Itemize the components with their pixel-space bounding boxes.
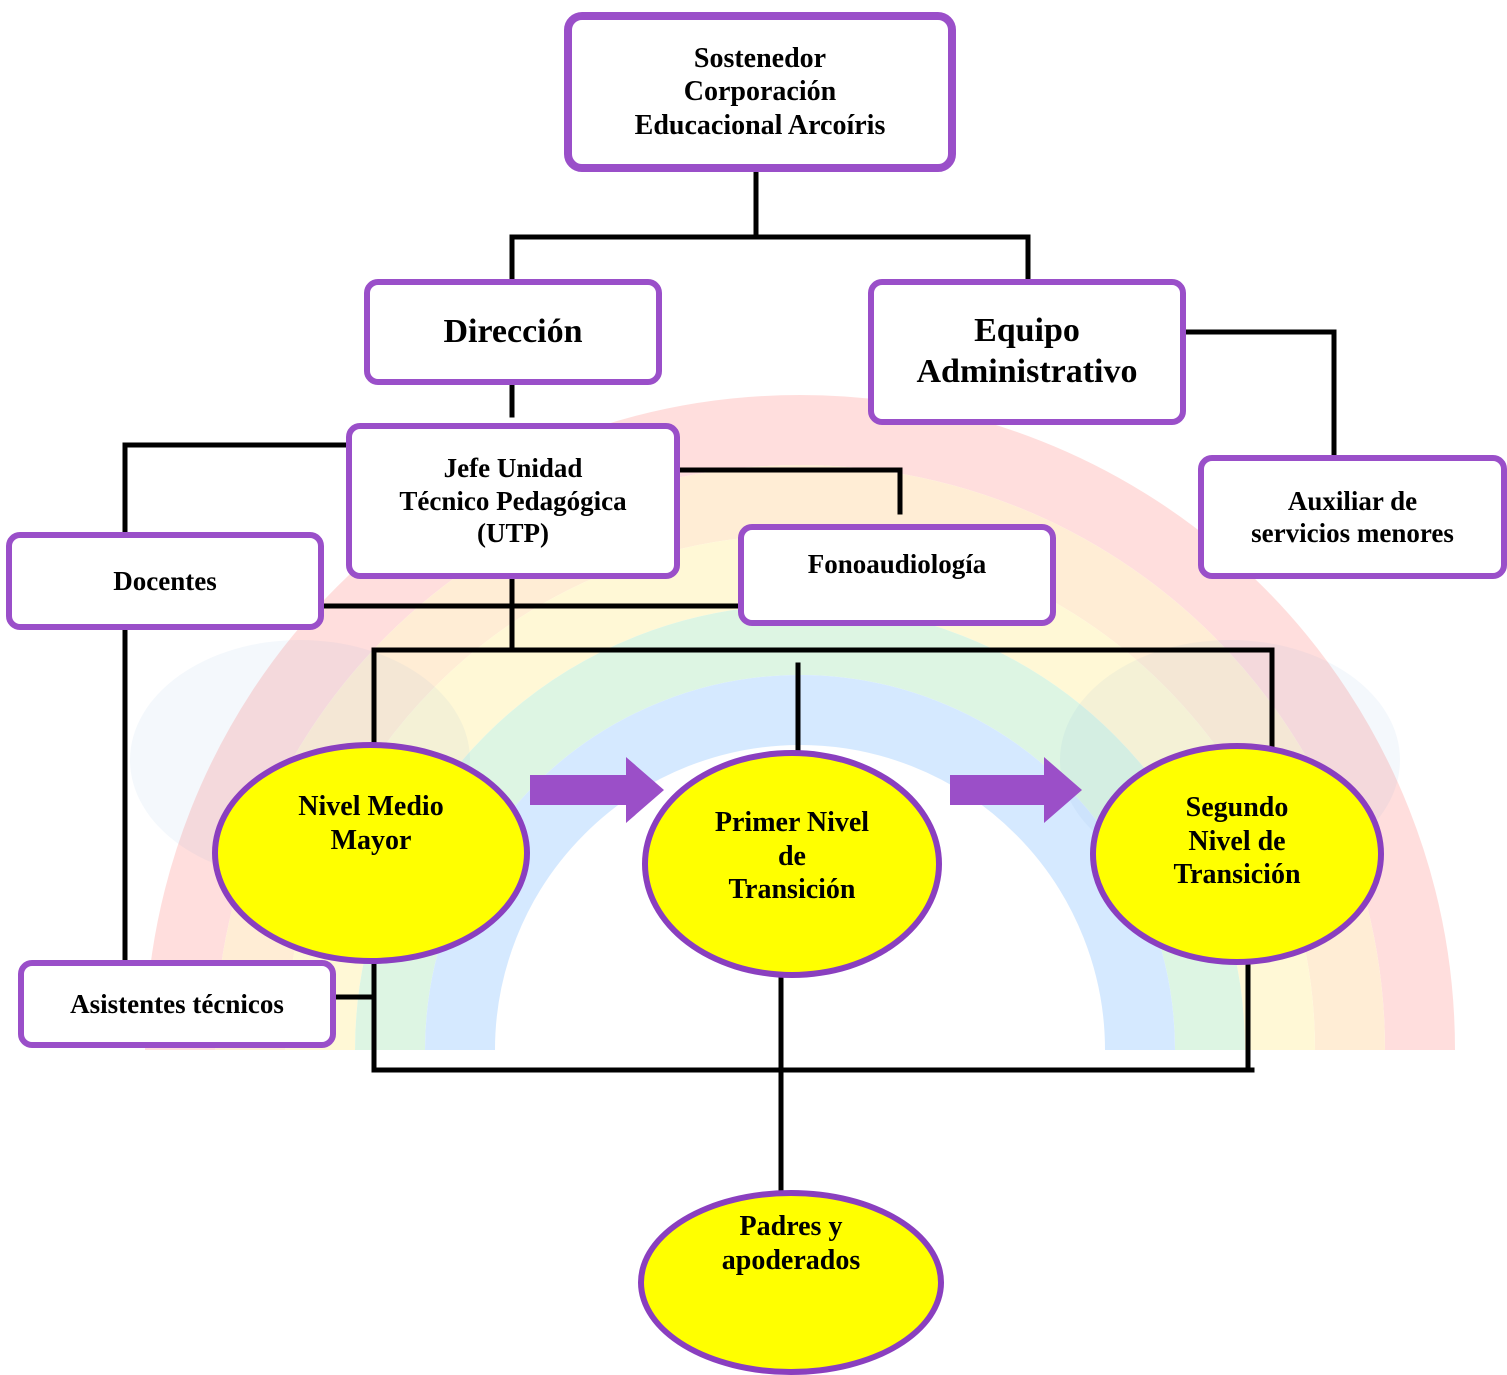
padres-apoderados-oval: Padres y apoderados <box>638 1190 944 1375</box>
asistentes-tecnicos-box: Asistentes técnicos <box>18 960 336 1048</box>
primer-nivel-transicion-oval: Primer Nivel de Transición <box>642 750 942 978</box>
arrow-right-icon <box>950 757 1082 823</box>
jefe-utp-box: Jefe Unidad Técnico Pedagógica (UTP) <box>346 423 680 579</box>
equipo-administrativo-box: Equipo Administrativo <box>868 279 1186 425</box>
docentes-box: Docentes <box>6 532 324 630</box>
fonoaudiologia-box: Fonoaudiología <box>738 524 1056 626</box>
segundo-nivel-transicion-oval: Segundo Nivel de Transición <box>1090 743 1384 965</box>
nivel-medio-mayor-oval: Nivel Medio Mayor <box>212 742 530 964</box>
arrow-right-icon <box>530 757 664 823</box>
auxiliar-box: Auxiliar de servicios menores <box>1198 455 1507 579</box>
sostenedor-box: Sostenedor Corporación Educacional Arcoí… <box>564 12 956 172</box>
direccion-box: Dirección <box>364 279 662 385</box>
